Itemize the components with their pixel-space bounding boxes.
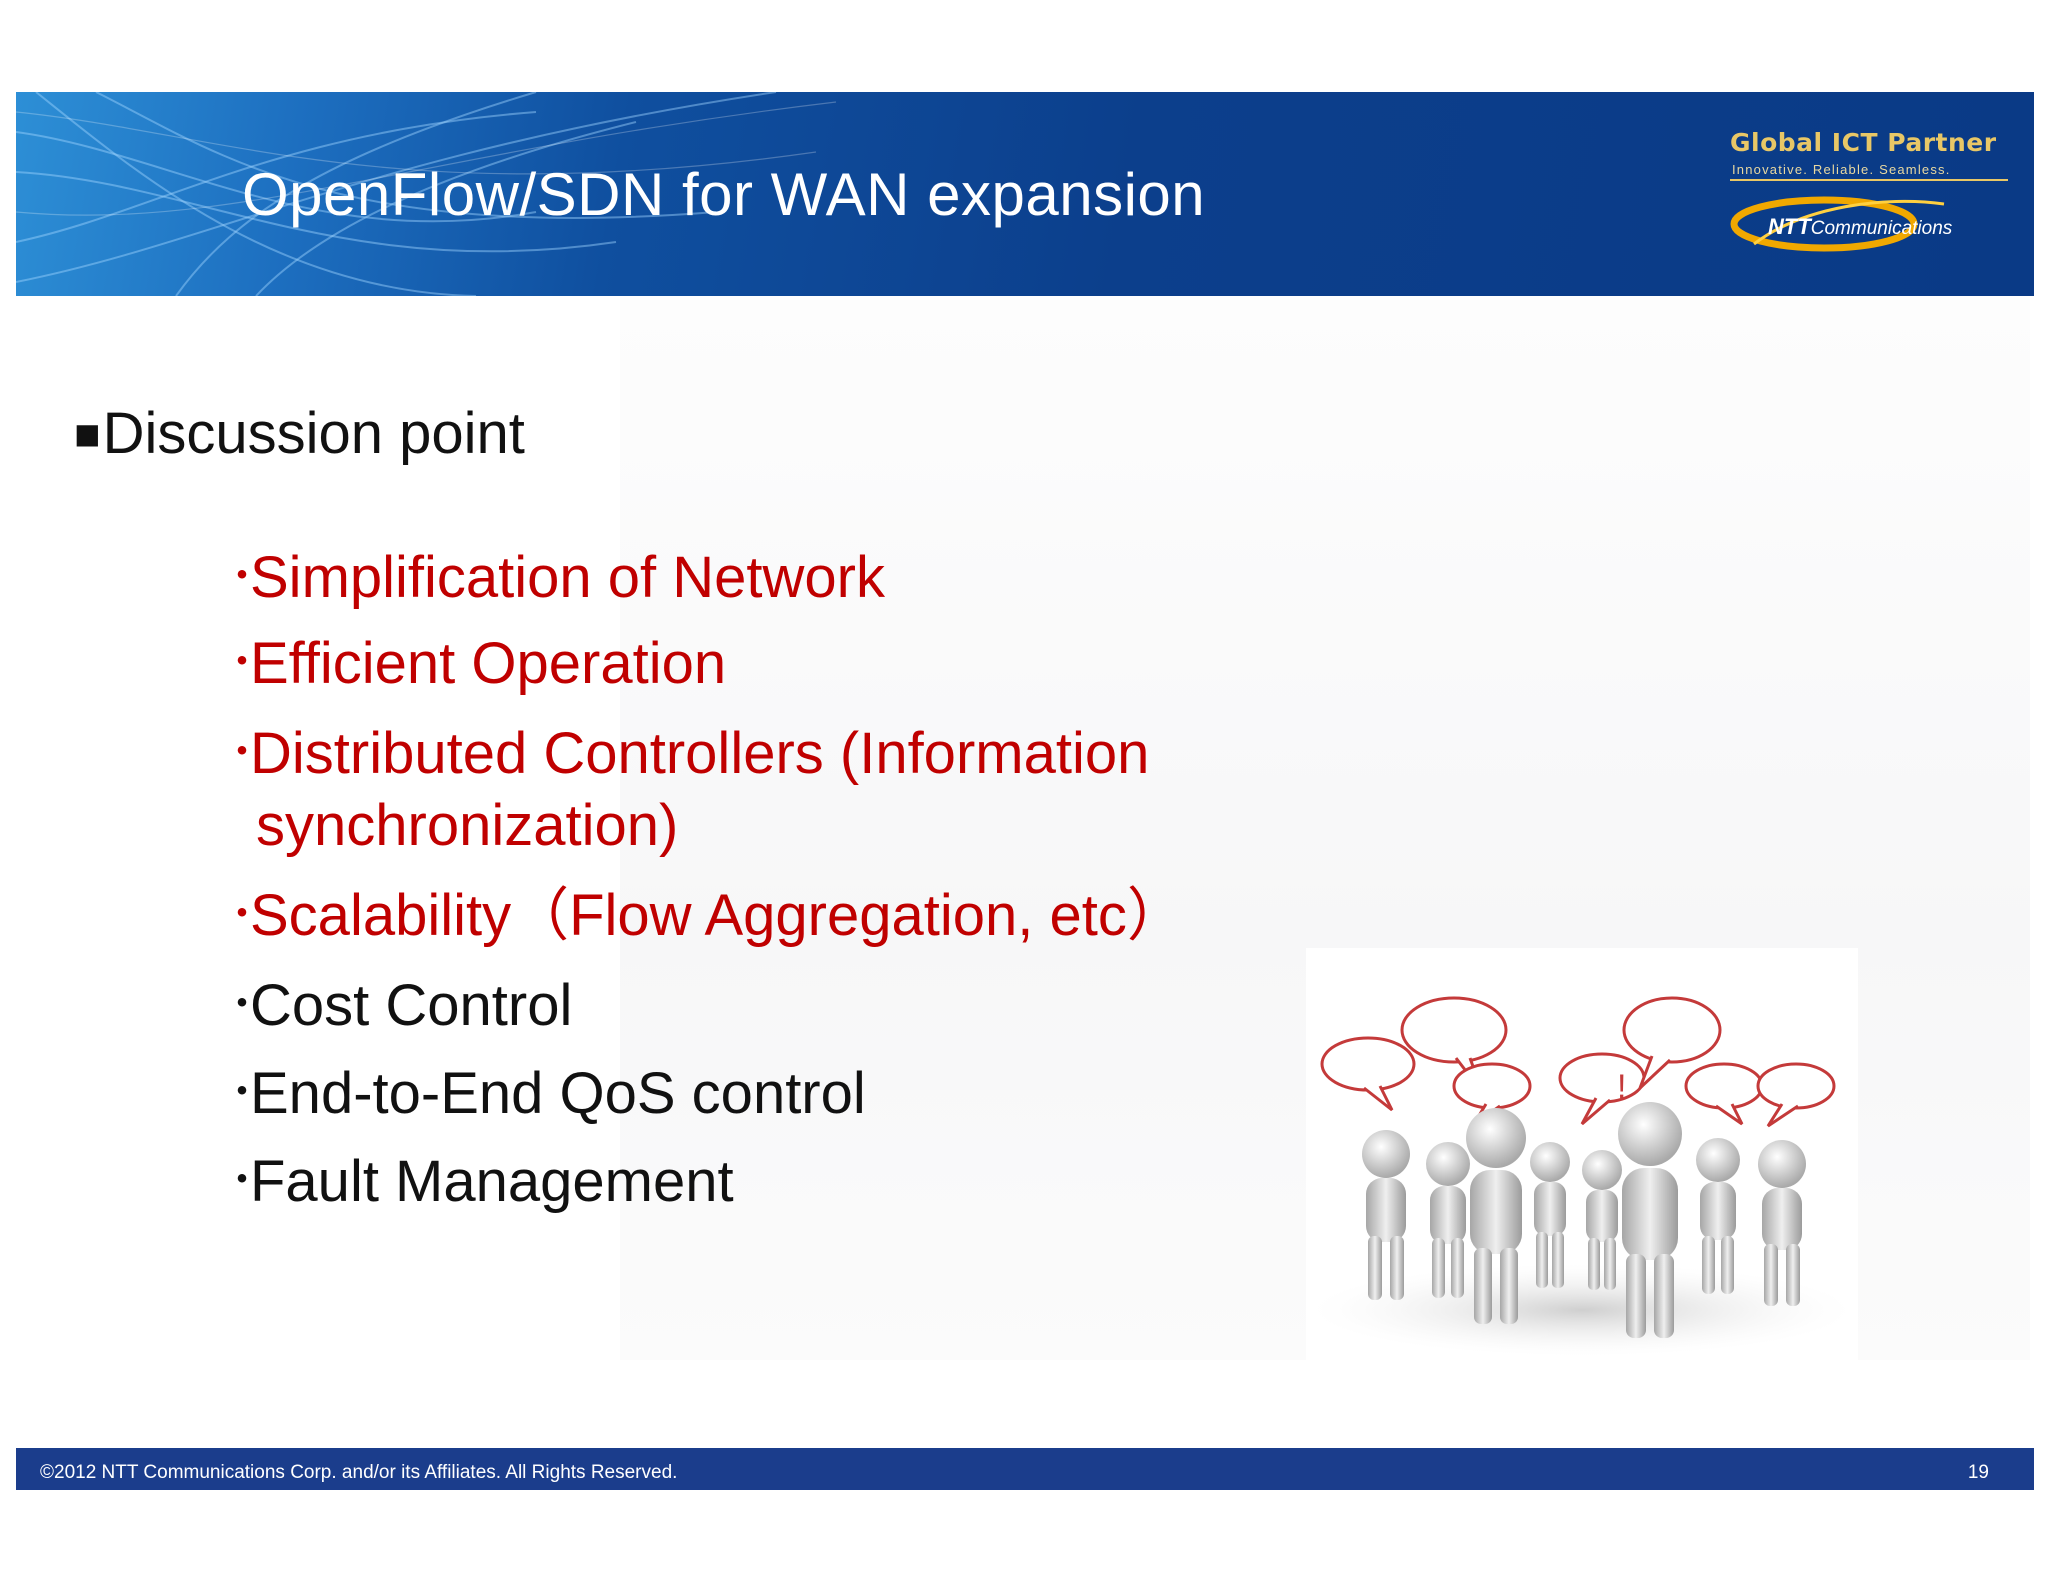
heading-marker: ■: [74, 410, 101, 459]
bullet-dot: ・: [222, 1158, 262, 1202]
logo-brand-text: NTTCommunications: [1768, 214, 1953, 239]
bullet-text: Scalability（Flow Aggregation, etc）: [250, 883, 1185, 948]
bullet-text: End-to-End QoS control: [250, 1061, 866, 1126]
bullet-text: Efficient Operation: [250, 631, 727, 696]
bullet-item: ・Cost Control: [222, 968, 572, 1042]
people-discussion-illustration: !: [1306, 948, 1858, 1368]
people-figures: [1362, 1102, 1806, 1338]
bullet-text: Cost Control: [250, 973, 573, 1038]
bullet-dot: ・: [222, 554, 262, 598]
bullet-dot: ・: [222, 982, 262, 1026]
bullet-item: ・Distributed Controllers (Information: [222, 716, 1149, 790]
header-band: [16, 92, 2034, 296]
footer-band: [16, 1448, 2034, 1490]
logo-tagline: Global ICT Partner: [1730, 128, 1997, 157]
bullet-item: ・End-to-End QoS control: [222, 1056, 866, 1130]
exclamation-icon: !: [1617, 1068, 1626, 1106]
footer-copyright: ©2012 NTT Communications Corp. and/or it…: [40, 1462, 678, 1483]
logo-subtagline: Innovative. Reliable. Seamless.: [1732, 162, 1951, 177]
page-number: 19: [1967, 1462, 1989, 1483]
slide-title: OpenFlow/SDN for WAN expansion: [242, 161, 1206, 228]
floor-shadow: [1312, 1264, 1852, 1356]
bullet-text: Simplification of Network: [250, 545, 885, 610]
bullet-continuation: synchronization): [256, 793, 679, 858]
bullet-dot: ・: [222, 640, 262, 684]
discussion-heading: ■Discussion point: [74, 400, 525, 467]
heading-text: Discussion point: [102, 401, 525, 466]
bullet-item: ・Efficient Operation: [222, 626, 726, 700]
bullet-text: Distributed Controllers (Information: [250, 721, 1150, 786]
logo-swoosh-icon: [1730, 196, 1945, 252]
speech-bubbles: [1320, 996, 1836, 1128]
bullet-dot: ・: [222, 1070, 262, 1114]
header-swirl-decoration: [16, 92, 837, 296]
bullet-text: Fault Management: [250, 1149, 734, 1214]
bullet-item: ・Fault Management: [222, 1144, 734, 1218]
logo-rule: [1730, 179, 2008, 181]
bullet-dot: ・: [222, 892, 262, 936]
bullet-item: ・Scalability（Flow Aggregation, etc）: [222, 878, 1185, 952]
bullet-dot: ・: [222, 730, 262, 774]
ntt-communications-logo: Global ICT Partner Innovative. Reliable.…: [1724, 126, 2014, 256]
bullet-item: ・Simplification of Network: [222, 540, 885, 614]
